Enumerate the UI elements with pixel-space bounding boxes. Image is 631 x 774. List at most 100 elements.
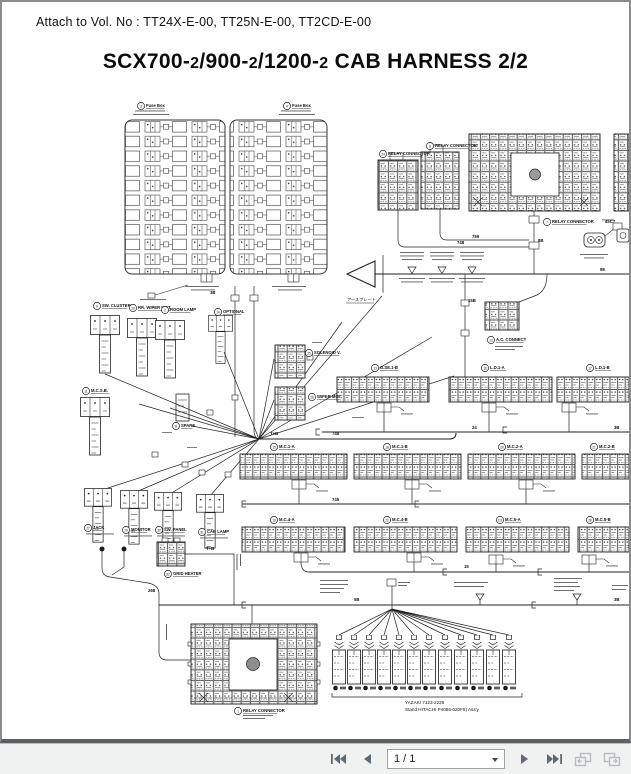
- fan-out-node: [338, 578, 510, 636]
- terminal-connector-row: [333, 635, 517, 690]
- document-page: Attach to Vol. No : TT24X-E-00, TT25N-E-…: [0, 0, 631, 743]
- fuse-box-right: [229, 110, 328, 291]
- svg-text:JACK: JACK: [93, 525, 104, 530]
- wire-label: 24: [472, 425, 477, 430]
- wire-label: 15: [464, 564, 469, 569]
- wire-label: 759: [472, 234, 480, 239]
- mount-hole: [246, 657, 260, 671]
- wire-list-notes: [166, 578, 628, 640]
- page-indicator: 1 / 1: [394, 753, 416, 765]
- next-view-button[interactable]: [603, 751, 621, 767]
- wire-label: 3B: [614, 425, 620, 430]
- svg-text:21: 21: [592, 445, 596, 449]
- connector-stack-mcsb: [81, 398, 110, 456]
- connector-strip-row2: [239, 453, 629, 504]
- grid-heater-connector: [156, 537, 241, 605]
- svg-text:20: 20: [500, 445, 504, 449]
- previous-view-button[interactable]: [574, 751, 592, 767]
- previous-page-button[interactable]: [358, 751, 376, 767]
- connector-stack-room-lamp: [156, 321, 185, 379]
- svg-text:24: 24: [381, 152, 385, 156]
- svg-text:M.C.5-A: M.C.5-A: [505, 517, 521, 522]
- svg-text:WIPER MOT.: WIPER MOT.: [317, 394, 342, 399]
- connector-tag: 7 RELAY CONNECTOR: [543, 218, 594, 226]
- next-page-button[interactable]: [516, 751, 534, 767]
- connector-small-spare: [175, 393, 190, 422]
- harness-hub: [101, 295, 457, 497]
- relay-connector-grid-large: [468, 133, 601, 212]
- mid-grid-wiper: [274, 386, 306, 421]
- svg-text:RELAY CONNECTOR: RELAY CONNECTOR: [435, 143, 477, 148]
- page-number-combobox[interactable]: 1 / 1: [387, 749, 505, 769]
- wire-label: 45C7: [605, 219, 616, 224]
- svg-text:L.D.1-B: L.D.1-B: [595, 365, 610, 370]
- svg-text:17: 17: [588, 366, 592, 370]
- fuse-box-left: [124, 110, 226, 300]
- ground-symbols-bus5: [475, 593, 582, 605]
- svg-text:1: 1: [237, 709, 239, 713]
- last-page-button[interactable]: [545, 751, 563, 767]
- svg-text:L.D.1-A: L.D.1-A: [490, 365, 505, 370]
- connector-strip-row1: [336, 376, 629, 432]
- attach-vol-line: Attach to Vol. No : TT24X-E-00, TT25N-E-…: [36, 15, 372, 29]
- svg-text:G.SE.1-B: G.SE.1-B: [380, 365, 398, 370]
- chevron-down-icon: [492, 758, 498, 762]
- ground-symbols-bus1: [399, 252, 485, 283]
- footer-note-line2: Stand HITACHI P4086-020F8) Ass'y: [405, 707, 480, 712]
- connector-stack-optional: [208, 315, 233, 364]
- wire-label: 15B: [468, 298, 476, 303]
- wire-label: 745: [332, 497, 340, 502]
- svg-text:8: 8: [175, 424, 177, 428]
- svg-text:18: 18: [385, 445, 389, 449]
- svg-text:16: 16: [483, 366, 487, 370]
- previous-view-icon: [574, 752, 592, 766]
- svg-text:M.C.1-B: M.C.1-B: [392, 444, 408, 449]
- bottom-connector-cab-lamp: [196, 494, 224, 549]
- svg-text:28: 28: [588, 518, 592, 522]
- connector-tag: 2 ROOM LAMP: [161, 306, 196, 314]
- svg-text:4: 4: [286, 104, 288, 108]
- svg-text:M.C.4-A: M.C.4-A: [279, 517, 295, 522]
- page-title: SCX700-2/900-2/1200-2 CAB HARNESS 2/2: [102, 50, 529, 73]
- connector-stack-sw-cluster: [91, 316, 120, 374]
- next-view-icon: [603, 752, 621, 766]
- wire-label: 5B: [354, 597, 360, 602]
- first-page-icon: [330, 754, 346, 764]
- harness-trunk-arrow: アースプレート: [345, 255, 629, 304]
- svg-text:OPTIONAL: OPTIONAL: [223, 309, 245, 314]
- svg-text:31: 31: [200, 530, 204, 534]
- wire-label: 748: [332, 431, 340, 436]
- svg-text:M.C.1-A: M.C.1-A: [279, 444, 295, 449]
- svg-text:RELAY CONNECTOR: RELAY CONNECTOR: [552, 219, 594, 224]
- svg-text:7: 7: [546, 220, 548, 224]
- svg-text:30: 30: [157, 528, 161, 532]
- svg-text:2: 2: [164, 308, 166, 312]
- connector-strip-row3: [241, 526, 629, 573]
- svg-text:29: 29: [124, 528, 128, 532]
- first-page-button[interactable]: [329, 751, 347, 767]
- svg-text:A.C. CONNECT: A.C. CONNECT: [496, 337, 527, 342]
- svg-text:26: 26: [310, 395, 314, 399]
- ground-points: [99, 546, 127, 576]
- wire-label: 268: [148, 588, 156, 593]
- svg-text:ROOM LAMP: ROOM LAMP: [170, 307, 196, 312]
- svg-text:10: 10: [131, 306, 135, 310]
